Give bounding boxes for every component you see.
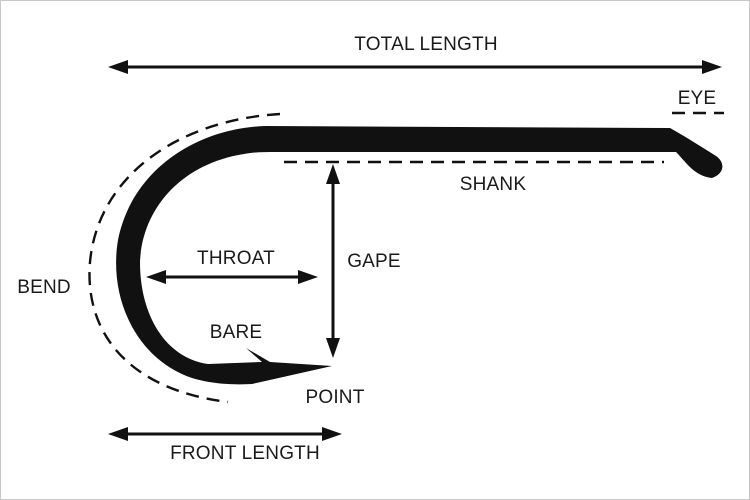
point-label: POINT <box>305 387 364 408</box>
total-length-label: TOTAL LENGTH <box>354 34 498 55</box>
throat-arrow <box>146 270 318 284</box>
hook-body <box>116 126 723 385</box>
shank-label: SHANK <box>460 174 527 195</box>
bare-label: BARE <box>210 322 263 343</box>
bend-dashed-arc <box>88 112 281 404</box>
gape-label: GAPE <box>347 251 401 272</box>
gape-arrow <box>326 164 340 358</box>
eye-label: EYE <box>678 88 717 109</box>
throat-label: THROAT <box>197 248 275 269</box>
total-length-arrow <box>108 60 722 74</box>
front-length-label: FRONT LENGTH <box>170 443 320 464</box>
front-length-arrow <box>108 427 342 441</box>
bend-label: BEND <box>17 277 71 298</box>
